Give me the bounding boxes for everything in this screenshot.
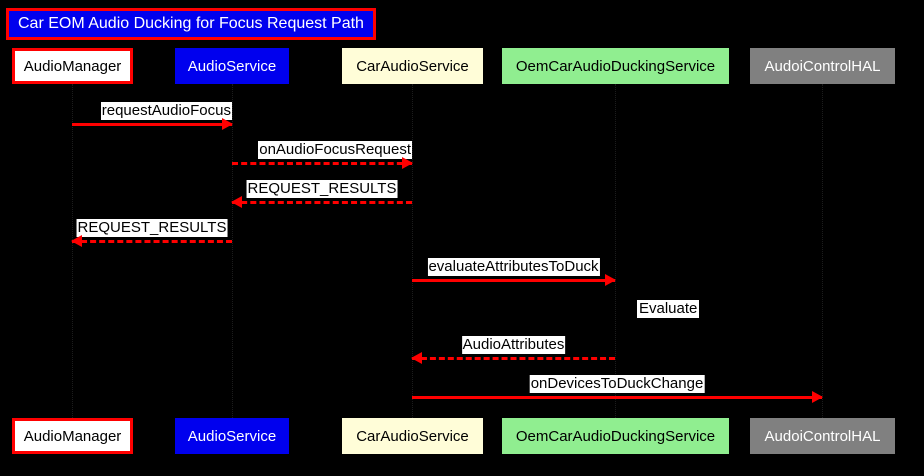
message-line (232, 162, 412, 165)
message-line (72, 123, 232, 126)
arrowhead-right-icon (222, 118, 233, 130)
lifeline-oemcaraudioduckingservice (615, 84, 617, 418)
message-line (412, 396, 822, 399)
lifeline-caraudioservice (412, 84, 414, 418)
participant-label: CarAudioService (356, 427, 469, 445)
participant-bottom-audioservice[interactable]: AudioService (175, 418, 289, 454)
participant-bottom-oemcaraudioduckingservice[interactable]: OemCarAudioDuckingService (502, 418, 729, 454)
lifeline-audioservice (232, 84, 234, 418)
participant-label: AudioManager (23, 57, 122, 75)
arrowhead-left-icon (231, 196, 242, 208)
arrowhead-right-icon (605, 274, 616, 286)
participant-label: AudioManager (23, 427, 122, 445)
participant-top-audoicontrolhal[interactable]: AudoiControlHAL (750, 48, 895, 84)
lifeline-audoicontrolhal (822, 84, 824, 418)
message-label: requestAudioFocus (100, 102, 232, 120)
message-label: AudioAttributes (461, 336, 566, 354)
message-label: onAudioFocusRequest (258, 141, 412, 159)
message-label: onDevicesToDuckChange (529, 375, 705, 393)
participant-label: OemCarAudioDuckingService (515, 57, 716, 75)
message-label: REQUEST_RESULTS (246, 180, 398, 198)
message-line (412, 357, 615, 360)
participant-bottom-caraudioservice[interactable]: CarAudioService (342, 418, 483, 454)
message-audio-attributes: AudioAttributes (411, 330, 615, 364)
arrowhead-left-icon (411, 352, 422, 364)
message-label: REQUEST_RESULTS (76, 219, 228, 237)
participant-bottom-audiomanager[interactable]: AudioManager (12, 418, 133, 454)
participant-top-audioservice[interactable]: AudioService (175, 48, 289, 84)
message-line (72, 240, 232, 243)
participant-label: CarAudioService (356, 57, 469, 75)
message-on-devices-to-duck-change: onDevicesToDuckChange (412, 369, 823, 403)
message-label: evaluateAttributesToDuck (427, 258, 600, 276)
participant-label: AudoiControlHAL (764, 57, 881, 75)
arrowhead-left-icon (71, 235, 82, 247)
participant-bottom-audoicontrolhal[interactable]: AudoiControlHAL (750, 418, 895, 454)
message-line (232, 201, 412, 204)
participant-label: OemCarAudioDuckingService (515, 427, 716, 445)
note-evaluate: Evaluate (637, 300, 700, 318)
diagram-title: Car EOM Audio Ducking for Focus Request … (6, 8, 376, 40)
message-on-audio-focus-request: onAudioFocusRequest (232, 135, 413, 169)
message-request-results-audio-to-manager: REQUEST_RESULTS (71, 213, 232, 247)
participant-label: AudioService (187, 57, 277, 75)
message-request-audio-focus: requestAudioFocus (72, 96, 233, 130)
message-request-results-car-to-audio: REQUEST_RESULTS (231, 174, 412, 208)
message-evaluate-attributes-to-duck: evaluateAttributesToDuck (412, 252, 616, 286)
arrowhead-right-icon (402, 157, 413, 169)
participant-top-oemcaraudioduckingservice[interactable]: OemCarAudioDuckingService (502, 48, 729, 84)
participant-label: AudoiControlHAL (764, 427, 881, 445)
message-line (412, 279, 615, 282)
participant-label: AudioService (187, 427, 277, 445)
participant-top-audiomanager[interactable]: AudioManager (12, 48, 133, 84)
arrowhead-right-icon (812, 391, 823, 403)
participant-top-caraudioservice[interactable]: CarAudioService (342, 48, 483, 84)
lifeline-audiomanager (72, 84, 74, 418)
